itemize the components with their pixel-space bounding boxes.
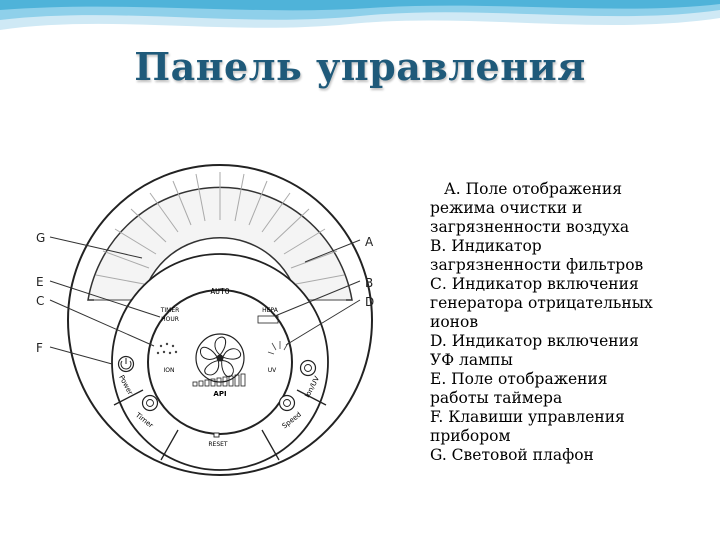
legend-line: В. Индикатор — [430, 237, 542, 255]
legend-line: А. Поле отображения — [444, 180, 622, 198]
power-button[interactable] — [117, 355, 135, 373]
legend-line: работы таймера — [430, 389, 563, 407]
legend-text: А. Поле отображения режима очистки и заг… — [430, 180, 710, 465]
legend-line: загрязненности воздуха — [430, 218, 630, 236]
display-circle — [147, 289, 293, 435]
callout-c: C — [36, 294, 44, 308]
callout-a: A — [365, 235, 374, 249]
legend-line: режима очистки и — [430, 199, 583, 217]
display-auto-label: AUTO — [210, 287, 229, 296]
light-dome — [87, 186, 353, 301]
leader-a — [304, 239, 361, 263]
page-title: Панель управления — [134, 44, 586, 89]
header-wave-decoration — [0, 0, 720, 30]
leader-f — [49, 346, 113, 365]
leader-c — [49, 299, 155, 347]
callout-e: E — [36, 275, 44, 289]
callout-b: B — [365, 276, 373, 290]
legend-line: G. Световой плафон — [430, 446, 594, 464]
display-timer-label: TIMER — [160, 307, 180, 314]
display-uv-label: UV — [268, 367, 277, 374]
power-icon — [120, 360, 132, 370]
display-ion-label: ION — [164, 367, 175, 374]
ion-uv-icon — [304, 364, 312, 372]
timer-icon — [146, 399, 154, 407]
legend-line: загрязненности фильтров — [430, 256, 644, 274]
legend-line: УФ лампы — [430, 351, 513, 369]
legend-line: ионов — [430, 313, 479, 331]
callout-g: G — [36, 231, 45, 245]
leader-g — [49, 236, 143, 259]
legend-line: F. Клавиши управления — [430, 408, 625, 426]
reset-button-label: RESET — [208, 441, 228, 448]
display-hepa-label: HEPA — [262, 307, 279, 314]
api-level-bars — [192, 373, 246, 387]
callout-f: F — [36, 341, 43, 355]
legend-line: прибором — [430, 427, 511, 445]
callout-d: D — [365, 295, 374, 309]
control-panel-diagram: AUTO TIMER HOUR HEPA ION UV API — [36, 164, 374, 476]
hepa-filter-bars — [257, 315, 279, 324]
fan-speed-icon — [283, 399, 291, 407]
ion-indicator-dots — [156, 342, 178, 355]
leader-e — [49, 280, 161, 318]
ion-uv-button[interactable] — [299, 359, 317, 377]
reset-button[interactable] — [213, 432, 220, 438]
legend-line: генератора отрицательных — [430, 294, 653, 312]
legend-line: Е. Поле отображения — [430, 370, 608, 388]
display-hour-label: HOUR — [161, 316, 179, 323]
timer-button[interactable] — [141, 394, 159, 412]
speed-button[interactable] — [278, 394, 296, 412]
legend-line: С. Индикатор включения — [430, 275, 639, 293]
display-api-label: API — [213, 390, 226, 398]
leader-b — [274, 280, 361, 317]
leader-d — [285, 299, 361, 346]
legend-line: D. Индикатор включения — [430, 332, 639, 350]
